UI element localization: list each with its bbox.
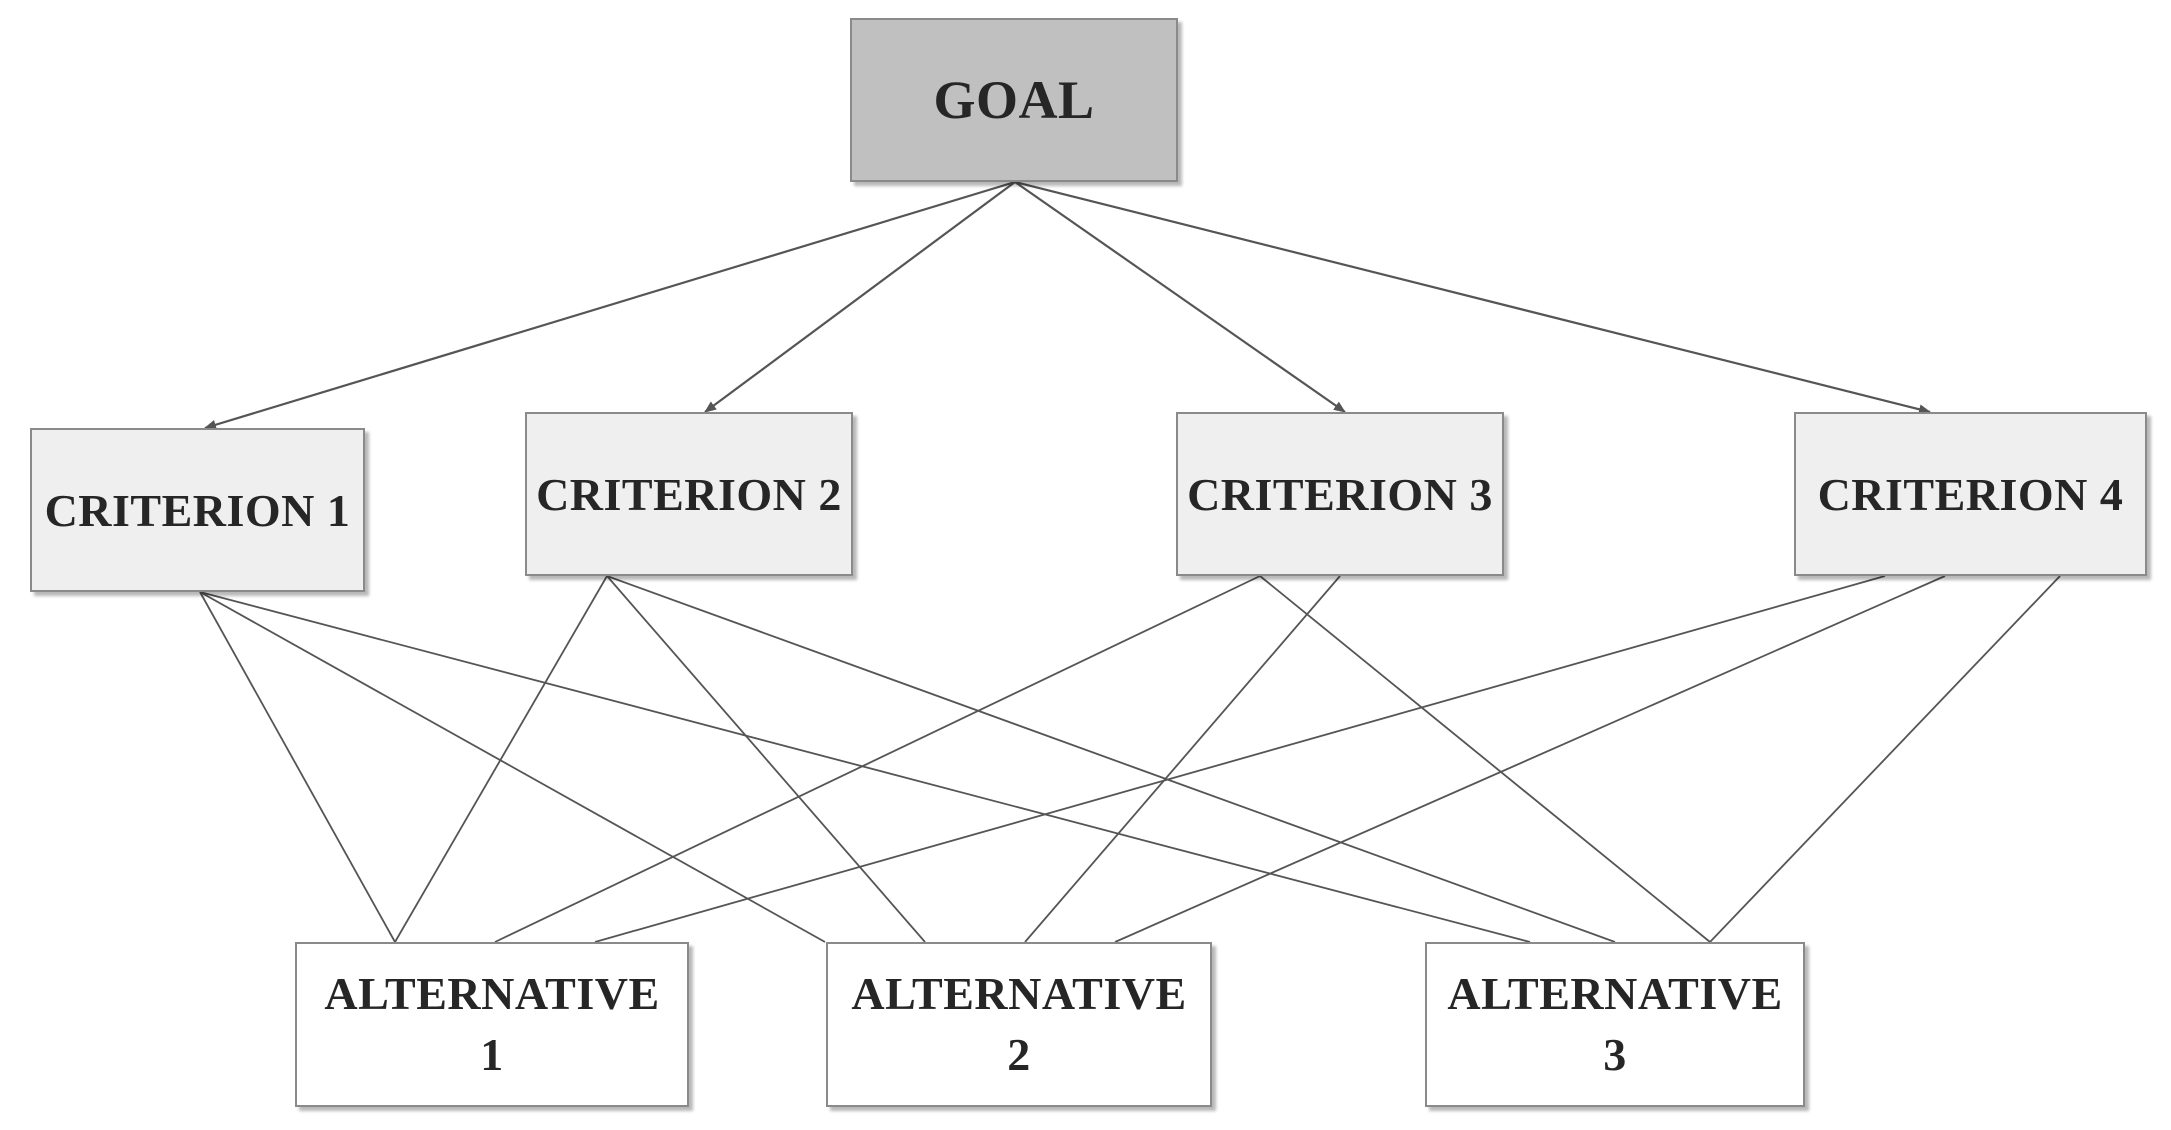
criterion-label-2: CRITERION 2: [536, 468, 842, 520]
link-c3-a1: [494, 575, 1261, 943]
alternative-label-2: ALTERNATIVE: [851, 967, 1187, 1019]
criterion-label-3: CRITERION 3: [1187, 468, 1493, 520]
criterion-label-4: CRITERION 4: [1817, 468, 2124, 520]
criterion-node-3: CRITERION 3: [1176, 412, 1504, 576]
alternative-number-3: 3: [1603, 1028, 1627, 1080]
alternative-label-3: ALTERNATIVE: [1447, 967, 1783, 1019]
criterion-node-2: CRITERION 2: [525, 412, 853, 576]
goal-label: GOAL: [933, 70, 1095, 130]
alternative-number-1: 1: [480, 1028, 504, 1080]
link-c4-a2: [1114, 575, 1946, 943]
goal-to-criterion-2-arrow: [704, 181, 1016, 413]
link-c1-a3: [199, 591, 1531, 943]
alternative-node-3: ALTERNATIVE 3: [1425, 942, 1805, 1107]
link-c4-a3: [1709, 575, 2061, 943]
link-c2-a2: [606, 575, 926, 943]
link-c2-a3: [606, 575, 1616, 943]
link-c1-a1: [199, 591, 396, 943]
criterion-node-4: CRITERION 4: [1794, 412, 2147, 576]
link-c4-a1: [594, 575, 1886, 943]
link-c3-a3: [1259, 575, 1711, 943]
criterion-label-1: CRITERION 1: [44, 484, 351, 536]
criterion-node-1: CRITERION 1: [30, 428, 365, 592]
alternative-label-1: ALTERNATIVE: [324, 967, 660, 1019]
alternative-node-1: ALTERNATIVE 1: [295, 942, 689, 1107]
alternative-number-2: 2: [1007, 1028, 1031, 1080]
goal-to-criterion-3-arrow: [1014, 181, 1346, 413]
link-c1-a2: [199, 591, 826, 943]
alternative-node-2: ALTERNATIVE 2: [826, 942, 1212, 1107]
link-c3-a2: [1024, 575, 1341, 943]
link-c2-a1: [394, 575, 608, 943]
goal-to-criterion-1-arrow: [204, 180, 1016, 430]
goal-to-criterion-4-arrow: [1014, 180, 1931, 415]
goal-node: GOAL: [850, 18, 1178, 182]
